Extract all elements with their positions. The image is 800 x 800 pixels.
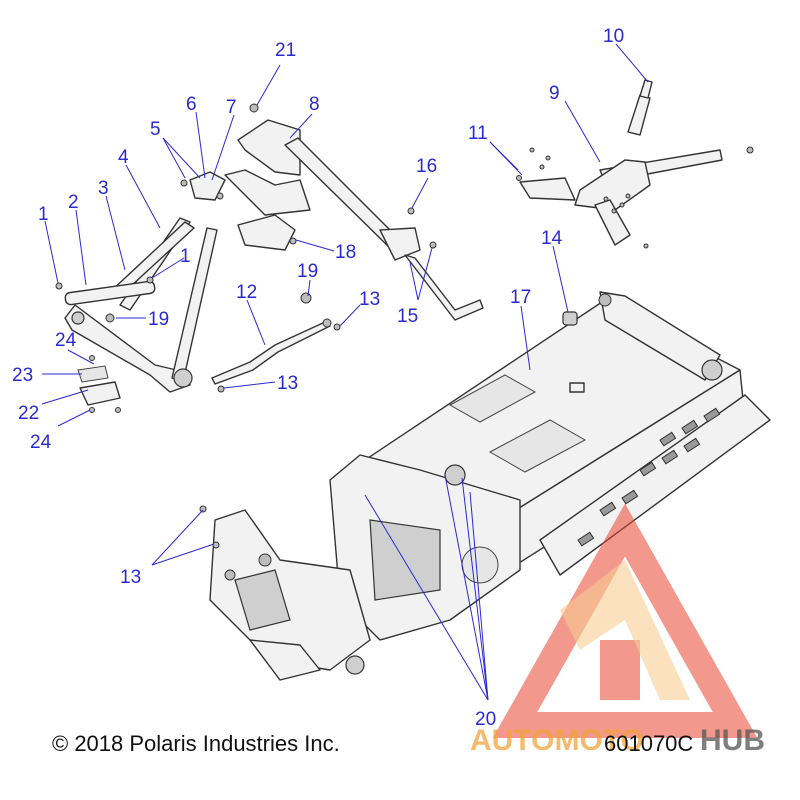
callout-17: 17	[510, 287, 531, 308]
callout-5: 5	[150, 119, 161, 140]
callout-15: 15	[397, 306, 418, 327]
callout-18: 18	[335, 242, 356, 263]
callout-14: 14	[541, 228, 563, 249]
callout-13: 13	[359, 289, 380, 310]
callout-21: 21	[275, 40, 296, 61]
callout-13: 13	[120, 567, 141, 588]
callout-labels: 1 1 2 3 4 5 6 7 8 9 10 11 12 13 13 13 14…	[12, 26, 624, 730]
callout-12: 12	[236, 282, 257, 303]
callout-23: 23	[12, 365, 33, 386]
callout-19: 19	[297, 261, 318, 282]
steering-post-part-8	[224, 119, 484, 321]
callout-9: 9	[549, 83, 560, 104]
tie-rod-part-12	[211, 318, 332, 385]
callout-8: 8	[309, 94, 320, 115]
callout-4: 4	[118, 147, 129, 168]
leader-lines	[41, 43, 649, 701]
rear-arm-assembly-part-9	[516, 79, 754, 249]
callout-3: 3	[98, 178, 109, 199]
mount-brackets	[180, 171, 297, 251]
drawing-number: 601070C	[604, 731, 694, 756]
callout-22: 22	[18, 403, 39, 424]
callout-24: 24	[30, 432, 52, 453]
callout-20: 20	[475, 709, 496, 730]
callout-10: 10	[603, 26, 624, 47]
callout-16: 16	[416, 156, 437, 177]
main-chassis-frame	[209, 291, 771, 681]
callout-13: 13	[277, 373, 298, 394]
callout-1: 1	[38, 204, 49, 225]
callout-19: 19	[148, 309, 169, 330]
callout-11: 11	[468, 123, 488, 144]
skid-plate-part-22	[77, 355, 121, 413]
callout-1: 1	[180, 246, 191, 267]
front-strut-assembly	[64, 217, 218, 393]
callout-7: 7	[226, 97, 237, 118]
copyright-notice: © 2018 Polaris Industries Inc.	[52, 731, 340, 756]
callout-2: 2	[68, 192, 79, 213]
callout-24: 24	[55, 330, 77, 351]
callout-6: 6	[186, 94, 197, 115]
